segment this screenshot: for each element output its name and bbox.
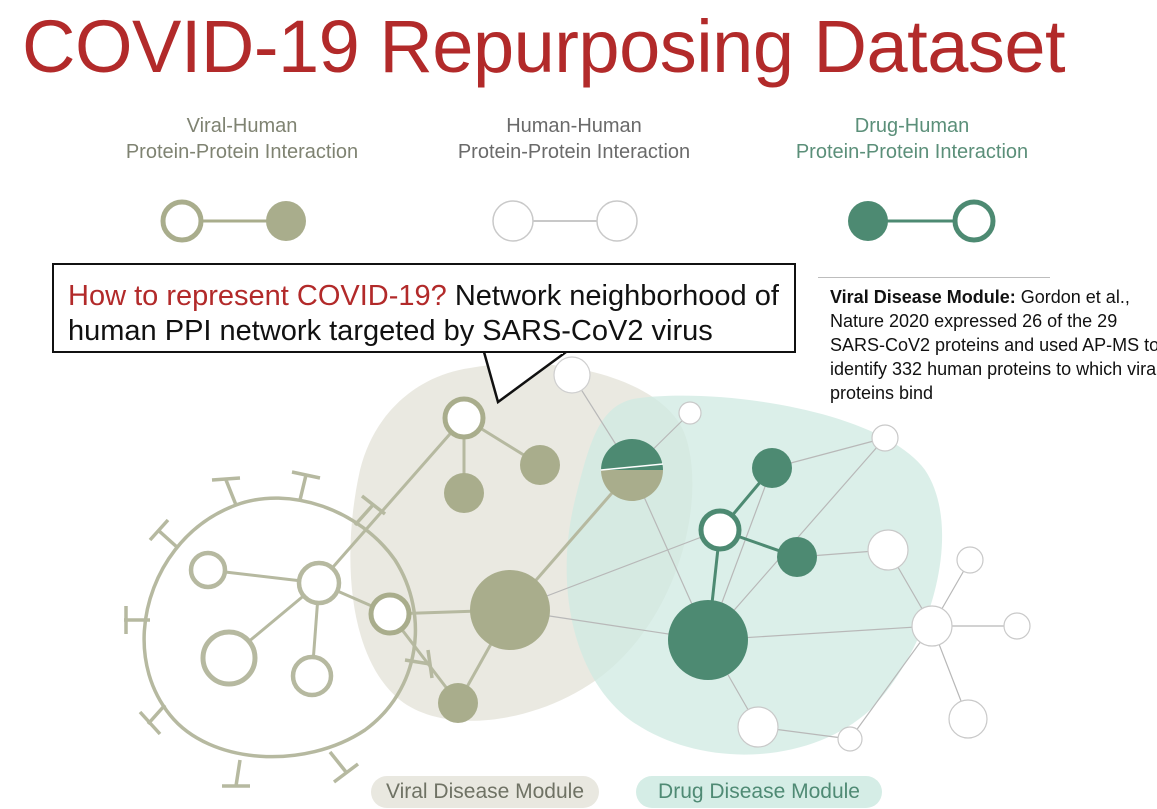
human-protein-node	[837, 726, 863, 752]
shared-target-node	[600, 439, 664, 501]
callout-box: How to represent COVID-19? Network neigh…	[52, 263, 796, 353]
legend-human-human-line2: Protein-Protein Interaction	[457, 141, 691, 163]
legend-drug-human: Drug-Human Protein-Protein Interaction	[762, 113, 1062, 165]
drug-module-region	[566, 395, 943, 755]
drug-node	[698, 508, 742, 552]
side-divider	[818, 277, 1050, 278]
drug-target-node	[777, 537, 817, 577]
human-protein-node	[871, 424, 899, 452]
legend-viral-human-line1: Viral-Human	[186, 115, 298, 137]
human-protein-node	[737, 706, 779, 748]
human-protein-node	[956, 546, 984, 574]
human-protein-node	[553, 356, 591, 394]
virus-icon	[124, 470, 434, 788]
legend-viral-human: Viral-Human Protein-Protein Interaction	[92, 113, 392, 165]
virus-protein-node	[290, 654, 334, 698]
legend-viral-human-line2: Protein-Protein Interaction	[125, 141, 359, 163]
legend-human-human-glyph	[492, 200, 638, 242]
drug-disease-module-label: Drug Disease Module	[636, 776, 882, 808]
callout-answer: Network neighborhood of human PPI networ…	[68, 280, 779, 347]
callout-question: How to represent COVID-19?	[68, 280, 447, 312]
viral-target-node	[368, 592, 412, 636]
legend-human-human: Human-Human Protein-Protein Interaction	[424, 113, 724, 165]
legend-drug-human-line1: Drug-Human	[854, 115, 970, 137]
human-protein-node	[867, 529, 909, 571]
legend-human-human-line1: Human-Human	[506, 115, 642, 137]
note-heading: Viral Disease Module:	[830, 287, 1016, 307]
legend-drug-human-line2: Protein-Protein Interaction	[795, 141, 1029, 163]
human-protein-node	[678, 401, 702, 425]
page-title: COVID-19 Repurposing Dataset	[22, 5, 1066, 88]
human-protein-node	[948, 699, 988, 739]
virus-protein-node	[188, 550, 228, 590]
virus-protein-node	[200, 629, 258, 687]
human-protein-node	[911, 605, 953, 647]
viral-hub-node	[470, 570, 550, 650]
legend-drug-human-glyph	[848, 199, 996, 243]
drug-target-node	[752, 448, 792, 488]
legend-viral-human-glyph	[160, 199, 306, 243]
viral-disease-module-note: Viral Disease Module: Gordon et al., Nat…	[830, 285, 1157, 405]
viral-target-node	[520, 445, 560, 485]
human-protein-node	[1003, 612, 1031, 640]
viral-target-node	[444, 473, 484, 513]
drug-hub-node	[668, 600, 748, 680]
note-body: Gordon et al., Nature 2020 expressed 26 …	[830, 287, 1157, 403]
viral-target-node	[438, 683, 478, 723]
viral-target-node	[442, 396, 486, 440]
virus-protein-node	[296, 560, 342, 606]
viral-disease-module-label: Viral Disease Module	[371, 776, 599, 808]
